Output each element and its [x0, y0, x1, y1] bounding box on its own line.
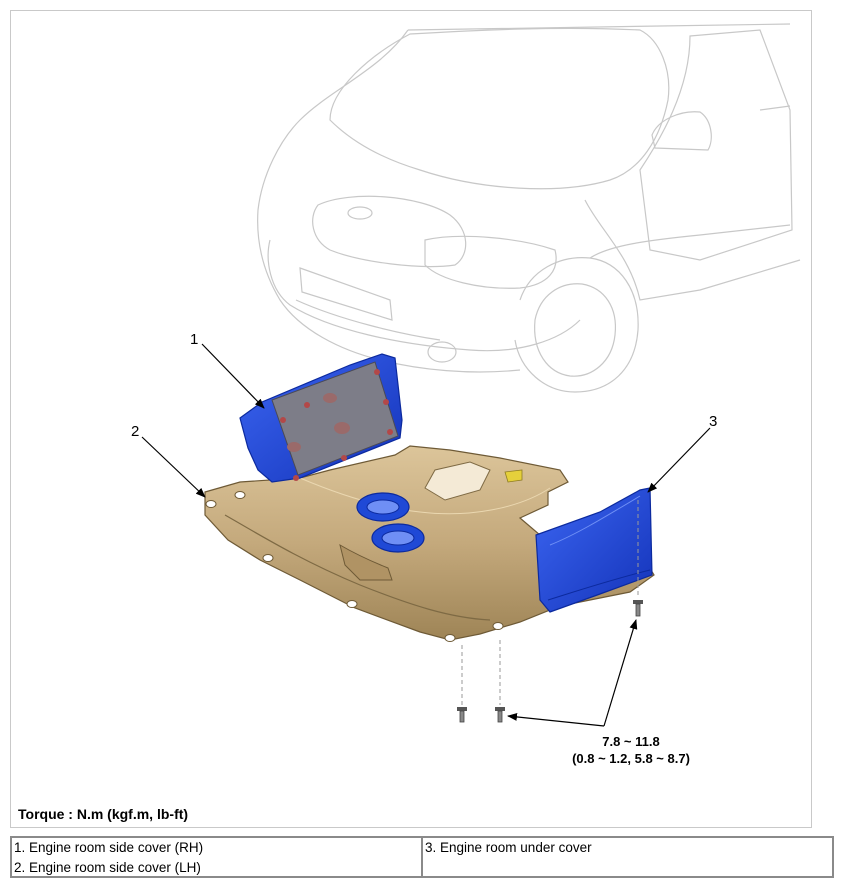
torque-spec: 7.8 ~ 11.8 (0.8 ~ 1.2, 5.8 ~ 8.7) [566, 733, 696, 767]
engine-room-side-cover-rh [239, 353, 403, 483]
bolt [633, 600, 643, 617]
callout-2: 2 [131, 423, 140, 440]
torque-alt-units: (0.8 ~ 1.2, 5.8 ~ 8.7) [572, 751, 690, 766]
vehicle-outline [257, 23, 801, 393]
callout-1: 1 [190, 331, 199, 348]
figure-frame [10, 10, 812, 828]
bolt-guide-lines [461, 500, 639, 705]
leader-lines [141, 343, 711, 727]
legend-column-left: 1. Engine room side cover (RH) 2. Engine… [12, 838, 421, 876]
legend-table: 1. Engine room side cover (RH) 2. Engine… [10, 836, 834, 878]
legend-item: 2. Engine room side cover (LH) [14, 860, 201, 875]
engine-room-side-cover-lh [535, 487, 653, 613]
callout-3: 3 [709, 413, 718, 430]
legend-item: 3. Engine room under cover [425, 840, 592, 855]
torque-range: 7.8 ~ 11.8 [602, 734, 660, 749]
bolt [495, 707, 505, 723]
torque-label: Torque : N.m (kgf.m, lb-ft) [18, 806, 189, 822]
bolt [457, 707, 467, 723]
legend-column-right: 3. Engine room under cover [421, 838, 832, 876]
legend-item: 1. Engine room side cover (RH) [14, 840, 204, 855]
